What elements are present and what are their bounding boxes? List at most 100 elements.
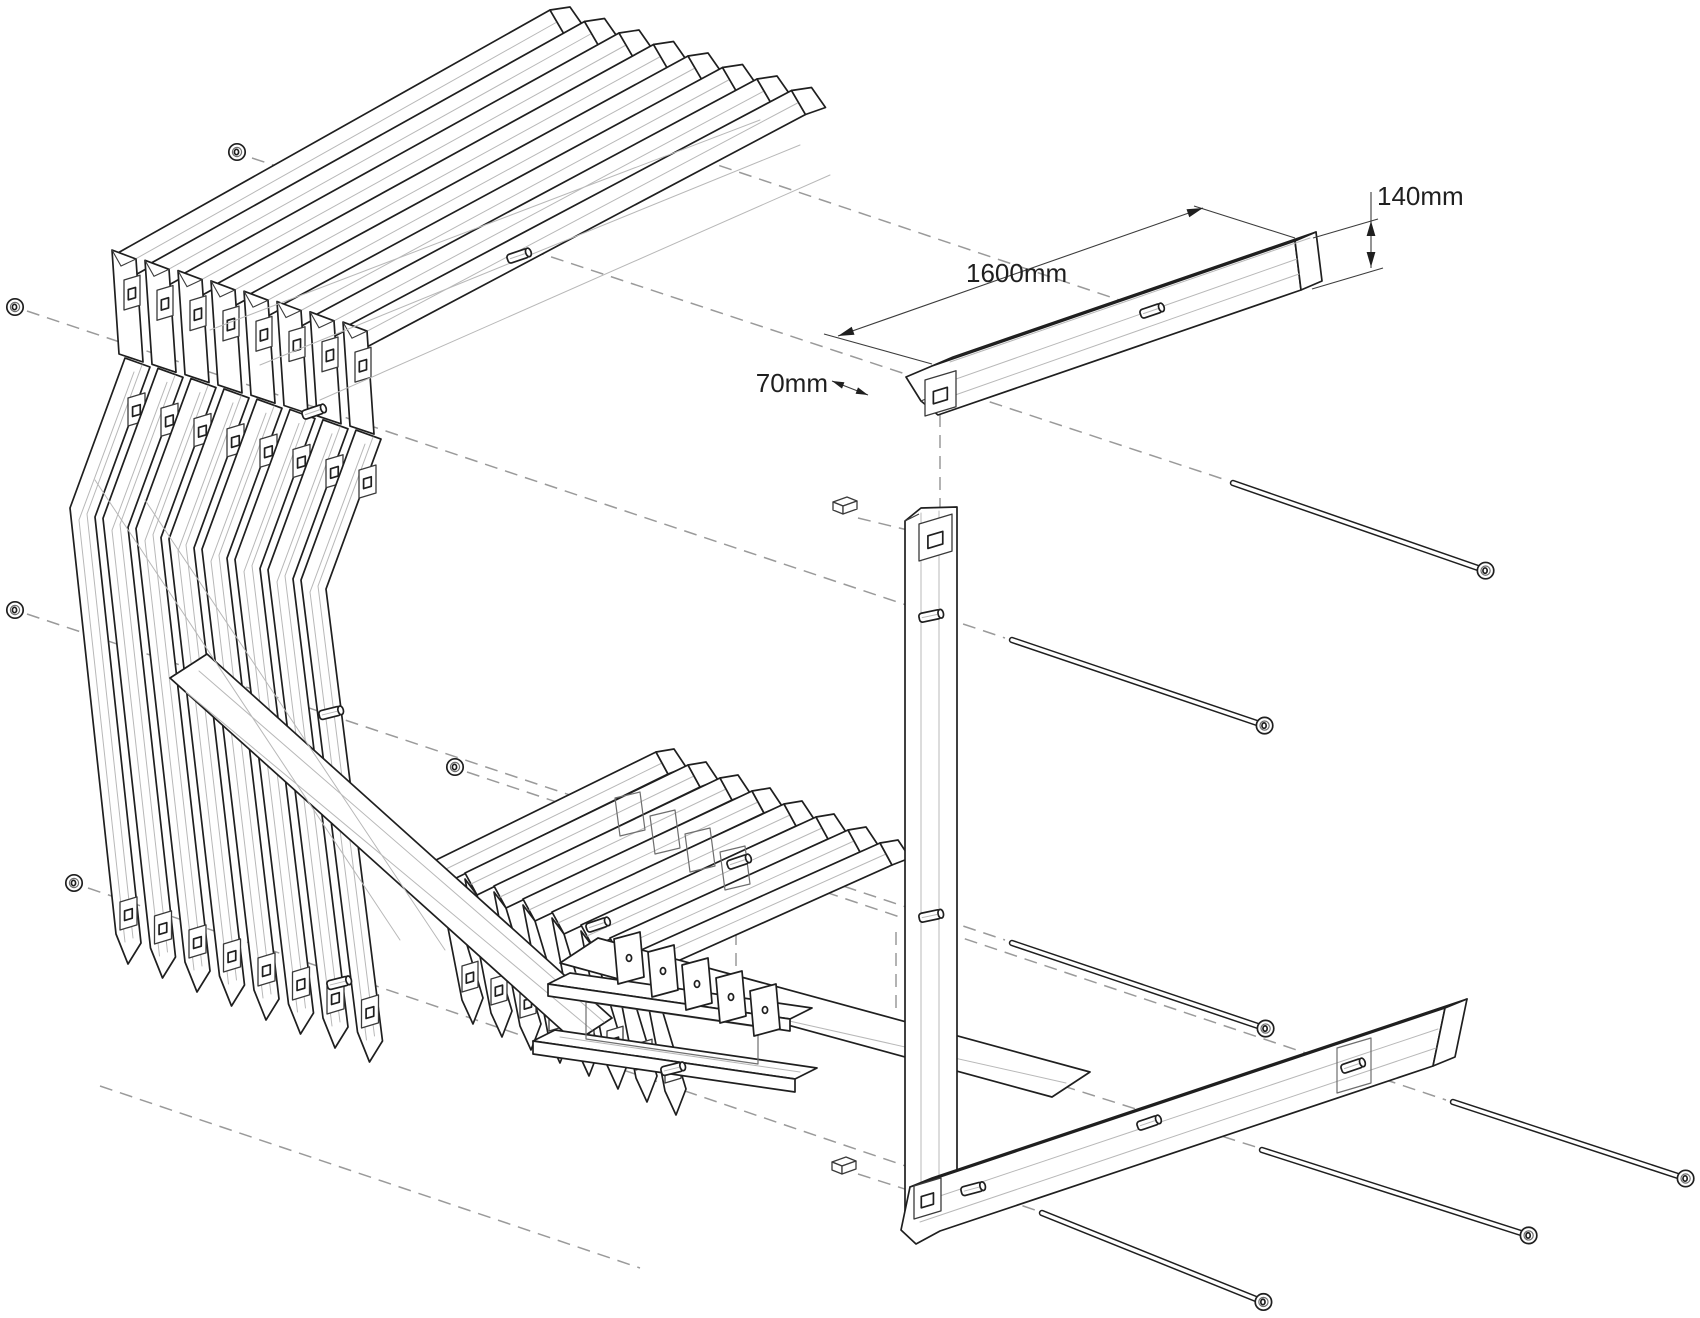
tenon-block bbox=[831, 1156, 857, 1175]
block-side bbox=[842, 500, 858, 515]
ibeam-edge-highlight bbox=[559, 1036, 801, 1073]
leg-inner-line bbox=[111, 381, 168, 957]
dowel-peg bbox=[1139, 302, 1166, 319]
peg-line bbox=[963, 1186, 980, 1192]
seat-mortise-plate bbox=[684, 827, 716, 873]
arrowhead bbox=[838, 326, 855, 336]
tenon-blocks bbox=[831, 496, 858, 1175]
seat-mortise-plate bbox=[649, 809, 681, 855]
peg-end bbox=[744, 853, 753, 864]
mortise-hole bbox=[330, 991, 341, 1006]
front-plank-grain-line bbox=[185, 691, 593, 1031]
dowel-peg bbox=[726, 853, 753, 870]
mortise-hole bbox=[127, 286, 137, 301]
leg-inner-line bbox=[185, 395, 242, 981]
nut-hole bbox=[1259, 1298, 1266, 1306]
extension-line bbox=[1312, 218, 1379, 239]
dimensions: 1600mm 140mm 70mm bbox=[756, 181, 1464, 398]
leg-inner-line bbox=[210, 412, 267, 999]
hook-mortise-plate bbox=[321, 336, 339, 373]
hook-mortise-plate bbox=[222, 305, 240, 342]
leg-foot-plate bbox=[360, 994, 380, 1029]
leg-foot-plate bbox=[119, 896, 138, 931]
mortise-hole bbox=[158, 921, 168, 936]
top-slat-inner-line bbox=[353, 102, 799, 339]
dowel-peg bbox=[506, 247, 533, 264]
rod-body bbox=[1010, 638, 1259, 725]
leg-slat bbox=[300, 429, 384, 1063]
nut-chamfer bbox=[68, 877, 80, 889]
threaded-rod bbox=[1229, 479, 1495, 580]
rod-body bbox=[1040, 1211, 1258, 1301]
mortise-hole bbox=[329, 465, 340, 480]
alignment-dashed-line bbox=[857, 1173, 912, 1192]
mortise-hole bbox=[927, 530, 944, 550]
dowel-peg bbox=[326, 975, 353, 991]
mortise-hole bbox=[192, 935, 203, 950]
seat-mortise-plate bbox=[719, 845, 751, 891]
seat-slat-inner-line bbox=[499, 788, 727, 898]
bottom-rail-end-face bbox=[1432, 998, 1468, 1067]
leg-inner-line bbox=[119, 374, 176, 953]
bottom-rail-mortise-plate bbox=[1336, 1037, 1372, 1094]
peg-end bbox=[1154, 1114, 1163, 1125]
post-bottom-bracket bbox=[913, 1177, 942, 1220]
loose-hex-nuts bbox=[5, 142, 465, 893]
dowel-peg bbox=[918, 908, 945, 923]
top-slat-inner-line bbox=[188, 44, 627, 288]
top-rail-top-inner-line bbox=[949, 237, 1311, 363]
mortise-hole bbox=[227, 949, 237, 964]
leg-foot-plate bbox=[257, 952, 276, 987]
dowel-peg bbox=[301, 403, 328, 420]
threaded-rod bbox=[1038, 1209, 1273, 1312]
mortise-hole bbox=[296, 977, 306, 992]
tenon-block bbox=[832, 496, 858, 515]
mortise-hole bbox=[164, 414, 175, 428]
peg-line bbox=[329, 980, 346, 986]
peg-line bbox=[1142, 308, 1159, 315]
block-side bbox=[841, 1160, 857, 1175]
nut-chamfer bbox=[1259, 720, 1270, 731]
nut-hole bbox=[11, 303, 18, 311]
arrowhead bbox=[832, 381, 845, 389]
seat-foot-plate bbox=[461, 960, 479, 993]
peg-line bbox=[921, 914, 938, 919]
leg-slat bbox=[267, 418, 349, 1049]
peg-line bbox=[588, 922, 605, 929]
seat-slat-inner-line bbox=[644, 853, 887, 963]
threaded-rod bbox=[1008, 939, 1275, 1038]
arrowhead bbox=[1366, 252, 1376, 267]
rod-body bbox=[1010, 941, 1260, 1028]
dowel-peg bbox=[1340, 1057, 1367, 1074]
seat-mortise-plates bbox=[614, 791, 751, 891]
peg-line bbox=[321, 710, 338, 716]
extension-line bbox=[1311, 267, 1384, 290]
dimension-depth: 70mm bbox=[756, 368, 869, 398]
dowel-pegs bbox=[301, 247, 1367, 1197]
hex-nut bbox=[5, 600, 25, 620]
top-rail-bracket bbox=[924, 370, 957, 417]
hex-nut bbox=[1519, 1226, 1538, 1245]
ibeam-tab-plates bbox=[613, 931, 781, 1037]
base-tab-plate bbox=[613, 931, 645, 985]
hook-notch bbox=[309, 311, 335, 329]
seat-slat-inner-line bbox=[557, 814, 791, 924]
leg-top-plate bbox=[358, 464, 377, 499]
post-top-bracket bbox=[918, 513, 953, 562]
arrowhead bbox=[855, 387, 868, 395]
base-tab-plate bbox=[647, 944, 679, 998]
mortise-hole bbox=[160, 296, 170, 311]
nut-chamfer bbox=[231, 146, 243, 158]
mortise-hole bbox=[259, 327, 269, 342]
hex-nut bbox=[1255, 716, 1274, 735]
mortise-hole bbox=[197, 424, 208, 438]
leg-foot-plate bbox=[291, 966, 311, 1001]
threaded-rod bbox=[1008, 636, 1274, 735]
nut-hole bbox=[233, 148, 240, 156]
threaded-rod bbox=[1258, 1146, 1538, 1245]
nut-hole bbox=[70, 879, 77, 887]
hook-notch bbox=[210, 280, 236, 298]
nut-chamfer bbox=[9, 301, 21, 313]
bottom-rail bbox=[900, 998, 1468, 1245]
rod-body bbox=[1260, 1148, 1523, 1235]
